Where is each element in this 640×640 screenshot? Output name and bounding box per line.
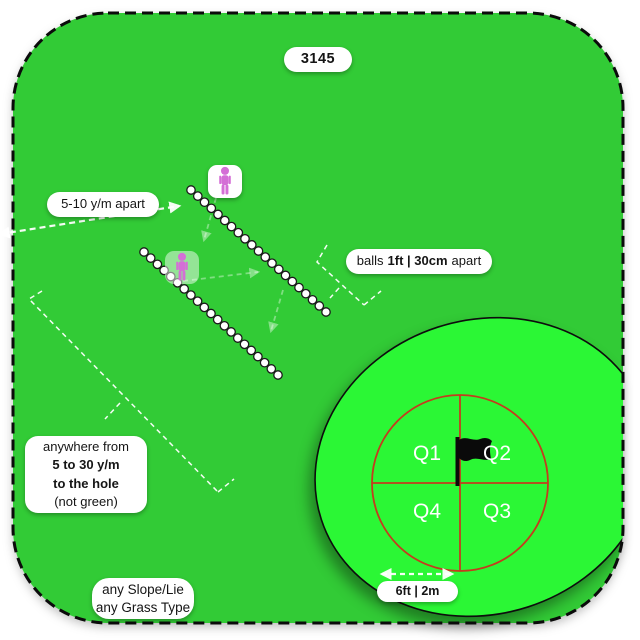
golf-ball xyxy=(165,271,176,282)
golf-ball xyxy=(321,307,331,317)
golf-ball xyxy=(219,320,230,331)
golf-ball xyxy=(179,284,190,294)
quadrant-label-q1: Q1 xyxy=(412,442,441,465)
golf-ball xyxy=(186,185,196,195)
golf-ball xyxy=(226,327,236,337)
golf-ball xyxy=(199,302,210,313)
golf-ball xyxy=(213,209,223,220)
golf-ball xyxy=(159,265,169,276)
golf-ball xyxy=(300,288,311,299)
green-width-label: 6ft | 2m xyxy=(377,581,458,602)
golf-ball xyxy=(266,364,277,374)
golf-ball xyxy=(206,308,216,319)
golf-ball xyxy=(239,339,250,350)
golf-ball xyxy=(152,259,163,270)
player-marker-1 xyxy=(208,165,242,198)
golf-ball xyxy=(253,246,264,256)
golf-ball xyxy=(307,294,318,305)
ball-spacing-bracket xyxy=(316,244,382,306)
golf-ball xyxy=(246,345,257,356)
golf-ball xyxy=(273,264,284,275)
hole-distance-bracket xyxy=(27,290,235,493)
golf-ball xyxy=(246,240,257,250)
player-marker-2 xyxy=(165,251,199,284)
golf-ball xyxy=(273,370,283,380)
ball-spacing-label: balls 1ft | 30cm apart xyxy=(346,249,492,274)
golf-ball xyxy=(267,258,277,269)
putt-direction-arrows xyxy=(182,197,284,334)
hole-distance-note: anywhere from 5 to 30 y/m to the hole (n… xyxy=(25,436,147,513)
golf-ball xyxy=(294,282,304,293)
ball-row-1 xyxy=(186,185,331,317)
row-spacing-label: 5-10 y/m apart xyxy=(47,192,159,217)
drill-number-badge: 3145 xyxy=(284,47,352,72)
golf-ball xyxy=(232,333,243,343)
pin-flag-icon xyxy=(455,437,492,486)
golf-ball xyxy=(314,301,325,311)
target-circle xyxy=(371,394,549,572)
quadrant-label-q4: Q4 xyxy=(412,500,441,523)
golf-ball xyxy=(260,252,271,262)
golf-ball xyxy=(192,191,203,201)
golf-ball xyxy=(139,247,149,257)
quadrant-label-q2: Q2 xyxy=(482,442,511,465)
golf-ball xyxy=(186,290,196,300)
golf-ball xyxy=(199,197,210,208)
field-boundary xyxy=(11,11,625,625)
golf-ball xyxy=(145,253,156,263)
golf-ball xyxy=(253,351,263,362)
golf-ball xyxy=(226,221,237,232)
golf-ball xyxy=(280,270,291,281)
golf-ball xyxy=(219,215,230,226)
golf-ball xyxy=(192,296,203,307)
golf-ball xyxy=(287,276,298,287)
golf-ball xyxy=(233,227,244,238)
golf-ball xyxy=(240,233,250,244)
golf-ball xyxy=(172,277,183,288)
golf-ball xyxy=(206,203,217,214)
drill-number: 3145 xyxy=(300,51,336,68)
surface-note: any Slope/Lie any Grass Type xyxy=(92,578,194,619)
ball-row-2 xyxy=(139,247,283,380)
putting-green xyxy=(314,316,623,618)
quadrant-label-q3: Q3 xyxy=(482,500,511,523)
golf-ball xyxy=(212,314,223,325)
golf-ball xyxy=(259,357,270,368)
